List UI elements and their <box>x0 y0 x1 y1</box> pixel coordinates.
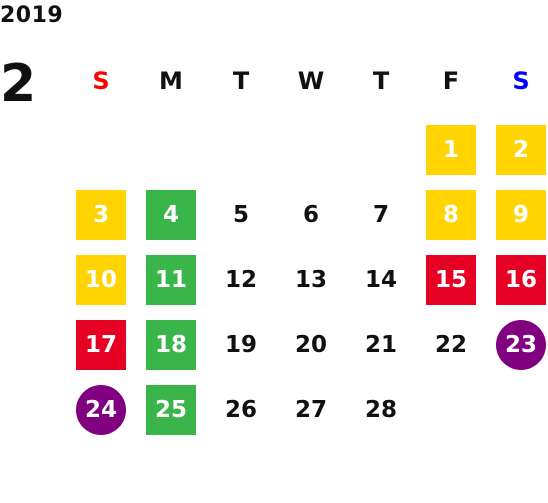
calendar-day[interactable]: 25 <box>146 385 196 435</box>
calendar-day[interactable]: 28 <box>364 396 397 423</box>
calendar-day[interactable]: 23 <box>496 320 546 370</box>
calendar-day[interactable]: 24 <box>76 385 126 435</box>
calendar-day[interactable]: 4 <box>146 190 196 240</box>
calendar-day[interactable]: 6 <box>302 201 319 228</box>
calendar-day[interactable]: 14 <box>364 266 397 293</box>
calendar-day[interactable]: 19 <box>224 331 257 358</box>
calendar-day[interactable]: 3 <box>76 190 126 240</box>
weekday-monday: M <box>159 67 183 95</box>
calendar-day[interactable]: 26 <box>224 396 257 423</box>
calendar-day[interactable]: 5 <box>232 201 249 228</box>
calendar-day[interactable]: 15 <box>426 255 476 305</box>
calendar-day[interactable]: 11 <box>146 255 196 305</box>
calendar-day[interactable]: 1 <box>426 125 476 175</box>
calendar-day[interactable]: 13 <box>294 266 327 293</box>
calendar-day[interactable]: 18 <box>146 320 196 370</box>
weekday-friday: F <box>442 67 460 95</box>
calendar-day[interactable]: 2 <box>496 125 546 175</box>
weekday-sunday: S <box>92 67 110 95</box>
calendar-day[interactable]: 22 <box>434 331 467 358</box>
calendar-day[interactable]: 7 <box>372 201 389 228</box>
calendar-day[interactable]: 16 <box>496 255 546 305</box>
weekday-tuesday: T <box>232 67 250 95</box>
calendar-day[interactable]: 17 <box>76 320 126 370</box>
weekday-saturday: S <box>512 67 530 95</box>
calendar-month: 2 <box>0 54 37 114</box>
weekday-wednesday: W <box>297 67 325 95</box>
calendar-day[interactable]: 9 <box>496 190 546 240</box>
weekday-thursday: T <box>372 67 390 95</box>
calendar-day[interactable]: 20 <box>294 331 327 358</box>
calendar-day[interactable]: 12 <box>224 266 257 293</box>
calendar-day[interactable]: 27 <box>294 396 327 423</box>
calendar-day[interactable]: 10 <box>76 255 126 305</box>
calendar-year: 2019 <box>0 3 64 28</box>
calendar-day[interactable]: 21 <box>364 331 397 358</box>
calendar-day[interactable]: 8 <box>426 190 476 240</box>
